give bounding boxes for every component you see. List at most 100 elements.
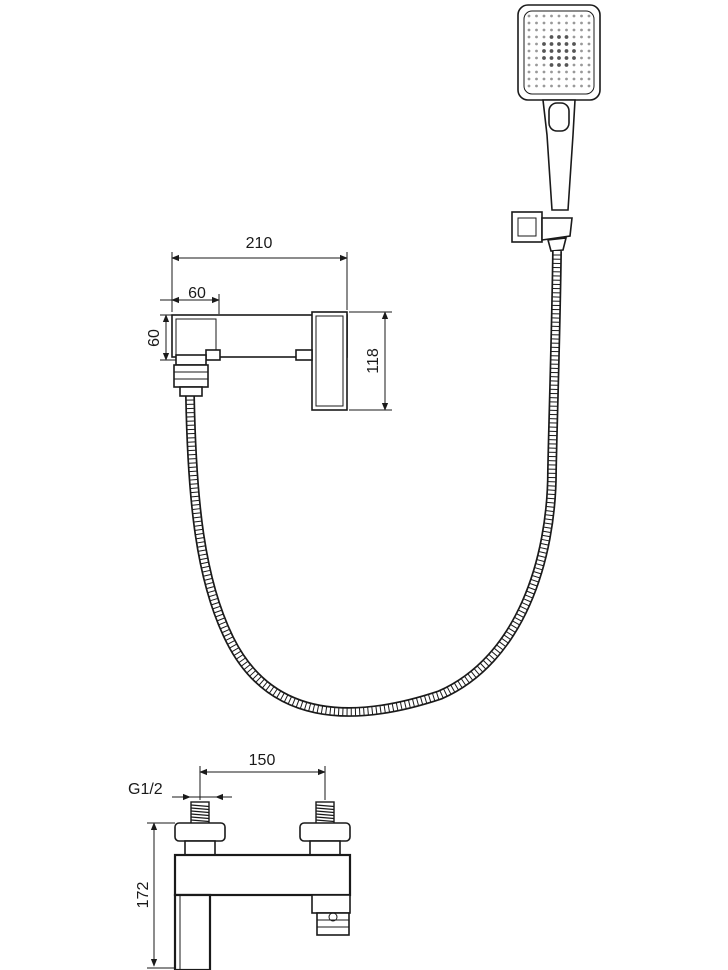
- nozzle-dot: [572, 35, 576, 39]
- nozzle-dot: [587, 56, 591, 60]
- hose-rib: [241, 661, 248, 667]
- hose-rib: [191, 495, 199, 498]
- hose-rib: [218, 621, 226, 626]
- nozzle-dot: [564, 56, 569, 60]
- hose-rib: [329, 707, 332, 715]
- hose-rib: [526, 590, 534, 595]
- hose-rib: [408, 700, 411, 708]
- nozzle-dot: [550, 21, 553, 25]
- hose-rib: [269, 686, 275, 694]
- hose-rib: [262, 681, 268, 688]
- hose-rib: [190, 483, 198, 485]
- hose-rib: [529, 582, 537, 587]
- nozzle-dot: [557, 63, 561, 67]
- hose-rib: [304, 702, 308, 710]
- nozzle-dot: [580, 84, 583, 88]
- hose-rib: [220, 625, 228, 630]
- hose-rib: [540, 547, 548, 550]
- nozzle-dot: [587, 35, 591, 39]
- nozzle-dot: [557, 21, 561, 25]
- hose-rib: [547, 497, 555, 500]
- hose-rib: [272, 688, 278, 696]
- nozzle-dot: [580, 49, 583, 53]
- nozzle-dot: [557, 77, 561, 81]
- nozzle-dot: [580, 35, 583, 39]
- hose-rib: [209, 594, 217, 598]
- nozzle-dot: [535, 35, 538, 39]
- hose-rib: [189, 479, 198, 481]
- hose-rib: [525, 594, 533, 599]
- nozzle-dot: [542, 14, 546, 18]
- nozzle-dot: [535, 28, 538, 32]
- hose-rib: [508, 627, 516, 633]
- hose-rib: [295, 699, 300, 708]
- hose-rib: [198, 549, 206, 552]
- nozzle-dot: [542, 21, 546, 25]
- nozzle-dot: [572, 63, 576, 67]
- hose-rib: [399, 702, 403, 710]
- nozzle-dot: [550, 84, 553, 88]
- flexible-hose-icon: [185, 250, 562, 717]
- nozzle-dot: [572, 84, 576, 88]
- hose-rib: [252, 673, 259, 680]
- nozzle-dot: [535, 77, 538, 81]
- dim-thread: G1/2: [128, 781, 232, 801]
- hose-rib: [483, 660, 489, 667]
- hose-rib: [504, 634, 511, 640]
- hose-rib: [258, 679, 265, 686]
- nozzle-dot: [549, 56, 554, 60]
- hose-rib: [287, 696, 292, 704]
- mixer-top-view-icon: [171, 311, 348, 411]
- hose-rib: [486, 657, 492, 664]
- hose-rib: [280, 693, 285, 700]
- hose-rib: [403, 701, 407, 709]
- nozzle-dot: [542, 56, 546, 60]
- nozzle-dot: [550, 28, 553, 32]
- nozzle-dot: [527, 35, 531, 39]
- nozzle-dot: [527, 56, 531, 60]
- hose-rib: [447, 687, 452, 695]
- hose-rib: [190, 491, 199, 494]
- hose-rib: [443, 689, 448, 696]
- nozzle-dot: [535, 42, 538, 46]
- thread-line: [190, 804, 210, 808]
- hose-rib: [312, 704, 316, 712]
- wall-holder-icon: [511, 211, 573, 252]
- nozzle-dot: [580, 28, 583, 32]
- nozzle-dot: [565, 28, 568, 32]
- hose-rib: [439, 690, 444, 698]
- thread-line: [190, 819, 210, 823]
- nozzle-dot: [557, 28, 561, 32]
- thread-line: [315, 807, 335, 811]
- nozzle-dot: [535, 63, 538, 67]
- hose-rib: [420, 697, 424, 705]
- nozzle-dot: [527, 28, 531, 32]
- nozzle-dot: [587, 84, 591, 88]
- nozzle-dot: [587, 70, 591, 74]
- hose-rib: [215, 613, 223, 618]
- hose-rib: [540, 543, 549, 546]
- hose-rib: [189, 474, 197, 477]
- hose-rib: [383, 705, 386, 713]
- nozzle-dot: [557, 70, 561, 74]
- hose-rib: [210, 598, 218, 602]
- nozzle-dot: [580, 70, 583, 74]
- nozzle-dot: [542, 84, 546, 88]
- nozzle-dot: [542, 49, 546, 53]
- hose-rib: [412, 699, 415, 707]
- nozzle-dot: [542, 77, 546, 81]
- hose-rib: [467, 673, 473, 681]
- nozzle-dot: [565, 21, 568, 25]
- nozzle-dot: [580, 56, 583, 60]
- nozzle-dot: [542, 28, 546, 32]
- thread-line: [190, 816, 210, 820]
- hose-rib: [199, 553, 207, 556]
- hose-rib: [522, 602, 530, 607]
- nozzle-dot: [565, 70, 568, 74]
- thread-line: [315, 819, 335, 823]
- hose-rib: [480, 663, 486, 670]
- nozzle-dot: [527, 84, 531, 88]
- hose-rib: [192, 504, 200, 506]
- hose-rib: [534, 567, 543, 571]
